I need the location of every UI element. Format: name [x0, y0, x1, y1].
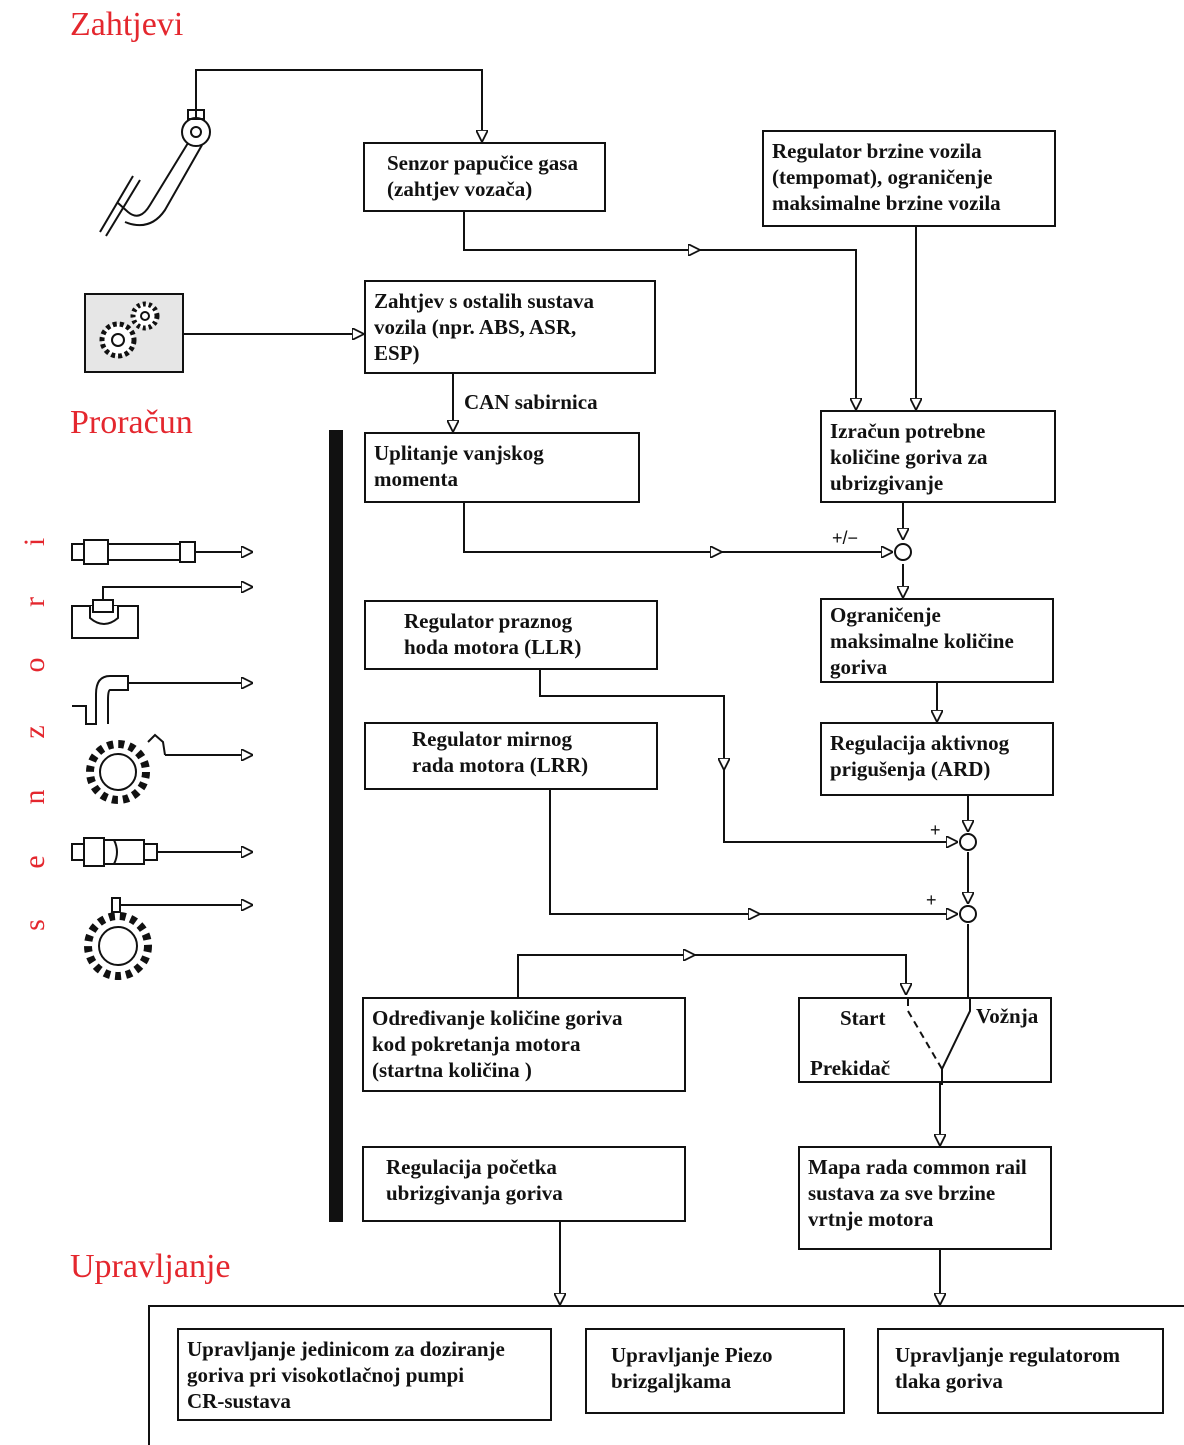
box-upr-piezo: Upravljanje Piezo brizgaljkama	[585, 1328, 845, 1414]
box-odredivanje: Određivanje količine goriva kod pokretan…	[362, 997, 686, 1092]
airflow-sensor-icon	[71, 599, 139, 639]
upravljanje-container	[148, 1305, 1184, 1445]
junction-1-sign: +/−	[832, 528, 859, 548]
pressure-sensor-icon	[71, 539, 196, 565]
separator-bar	[329, 430, 343, 1222]
can-bus-label: CAN sabirnica	[464, 390, 598, 414]
junction-3-sign: +	[926, 890, 937, 910]
rail-pressure-sensor-icon	[71, 837, 158, 867]
summing-junction-2	[959, 833, 977, 851]
box-regulacija-pocetka: Regulacija početka ubrizgivanja goriva	[362, 1146, 686, 1222]
switch-voznja-label: Vožnja	[976, 1004, 1039, 1028]
summing-junction-3	[959, 905, 977, 923]
box-upr-regulatorom: Upravljanje regulatorom tlaka goriva	[877, 1328, 1164, 1414]
box-ogranicenje: Ograničenje maksimalne količine goriva	[820, 598, 1054, 683]
box-regulator-llr: Regulator praznog hoda motora (LLR)	[364, 600, 658, 670]
box-zahtjev-ostalih: Zahtjev s ostalih sustava vozila (npr. A…	[364, 280, 656, 374]
switch-start-label: Start	[840, 1006, 886, 1030]
junction-2-sign: +	[930, 820, 941, 840]
pedal-icon	[99, 109, 211, 237]
cam-wheel-icon	[84, 897, 152, 980]
box-uplitanje: Uplitanje vanjskog momenta	[364, 432, 640, 503]
switch-prekidac-label: Prekidač	[810, 1056, 891, 1080]
box-regulator-lrr: Regulator mirnog rada motora (LRR)	[364, 722, 658, 790]
crank-wheel-icon	[86, 733, 166, 804]
gears-icon	[84, 293, 184, 373]
box-regulacija-ard: Regulacija aktivnog prigušenja (ARD)	[820, 722, 1054, 796]
summing-junction-1	[894, 543, 912, 561]
box-mapa-rada: Mapa rada common rail sustava za sve brz…	[798, 1146, 1052, 1250]
switch-box: Start Vožnja Prekidač	[798, 997, 1052, 1085]
switch-symbol	[907, 999, 971, 1085]
temperature-sensor-icon	[72, 675, 129, 725]
section-upravljanje: Upravljanje	[70, 1248, 231, 1285]
box-upr-jedinicom: Upravljanje jedinicom za doziranje goriv…	[177, 1328, 552, 1421]
section-proracun: Proračun	[70, 404, 193, 441]
box-izracun: Izračun potrebne količine goriva za ubri…	[820, 410, 1056, 503]
section-zahtjevi: Zahtjevi	[70, 6, 184, 43]
box-regulator-brzine: Regulator brzine vozila (tempomat), ogra…	[762, 130, 1056, 227]
box-senzor-papucice: Senzor papučice gasa (zahtjev vozača)	[363, 142, 606, 212]
